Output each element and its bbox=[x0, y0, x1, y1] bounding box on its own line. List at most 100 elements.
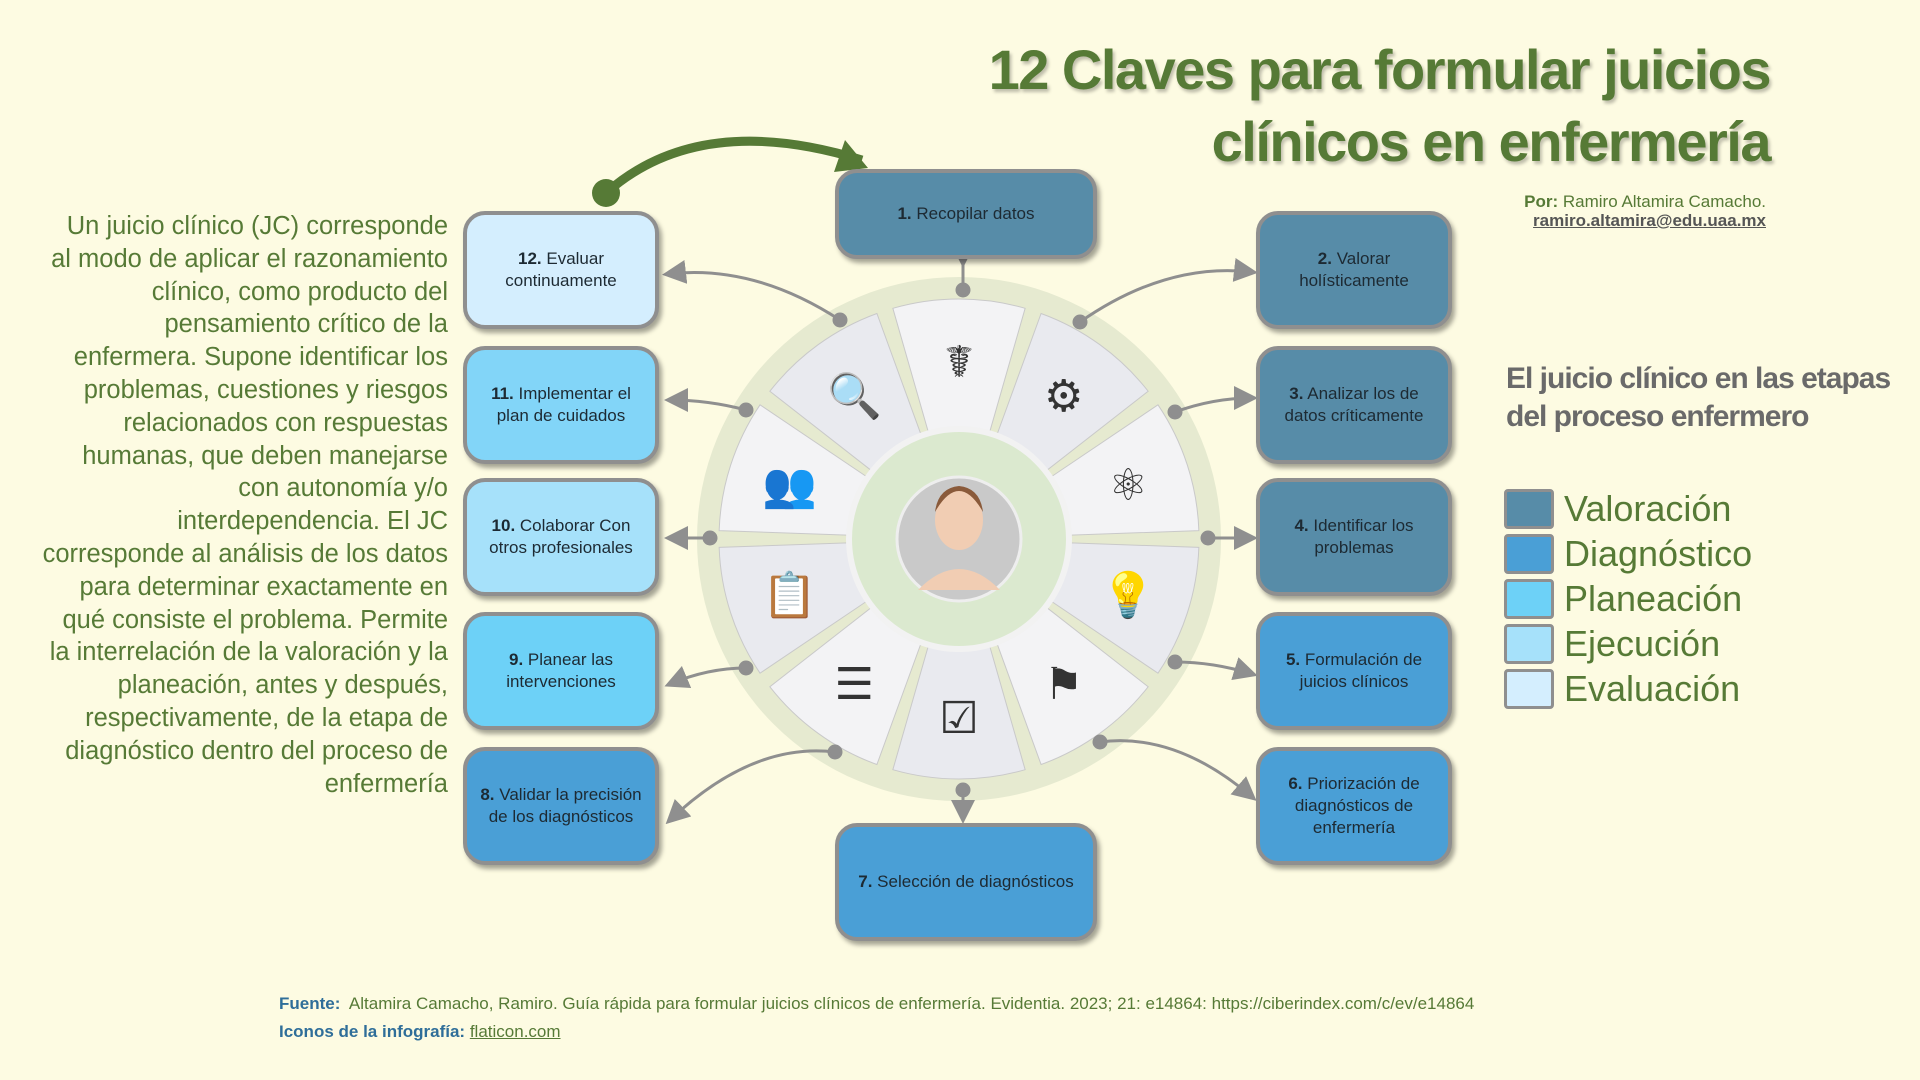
key-label: Analizar los de datos críticamente bbox=[1284, 384, 1424, 425]
key-box-7: 7. Selección de diagnósticos bbox=[835, 823, 1097, 941]
key-label: Identificar los problemas bbox=[1313, 516, 1414, 557]
connector-arrow bbox=[1079, 258, 1258, 324]
key-box-text: 8. Validar la precisión de los diagnósti… bbox=[477, 784, 645, 828]
key-box-text: 11. Implementar el plan de cuidados bbox=[477, 383, 645, 427]
legend-label: Diagnóstico bbox=[1564, 532, 1753, 574]
connectors bbox=[662, 244, 1258, 825]
key-box-2: 2. Valorar holísticamente bbox=[1256, 211, 1452, 329]
idea-head-icon: 💡 bbox=[1101, 570, 1156, 621]
author-email[interactable]: ramiro.altamira@edu.uaa.mx bbox=[1533, 211, 1766, 230]
intro-paragraph: Un juicio clínico (JC) corresponde al mo… bbox=[42, 212, 448, 798]
connector-arrow bbox=[1174, 386, 1258, 414]
key-number: 2. bbox=[1317, 249, 1332, 268]
key-number: 11. bbox=[491, 384, 514, 403]
key-box-6: 6. Priorización de diagnósticos de enfer… bbox=[1256, 747, 1452, 865]
footer-icons: Iconos de la infografía: flaticon.com bbox=[279, 1022, 561, 1042]
report-icon: ☰ bbox=[835, 659, 874, 710]
key-box-text: 5. Formulación de juicios clínicos bbox=[1270, 649, 1438, 693]
key-box-text: 9. Planear las intervenciones bbox=[477, 649, 645, 693]
key-box-10: 10. Colaborar Con otros profesionales bbox=[463, 478, 659, 596]
footer-icons-label: Iconos de la infografía: bbox=[279, 1022, 466, 1041]
key-number: 10. bbox=[491, 516, 516, 535]
key-number: 1. bbox=[897, 204, 912, 223]
nurse-icon: ☤ bbox=[944, 337, 973, 388]
select-icon: ☑ bbox=[939, 693, 978, 744]
key-label: Colaborar Con otros profesionales bbox=[489, 516, 633, 557]
key-number: 3. bbox=[1289, 384, 1304, 403]
key-box-text: 7. Selección de diagnósticos bbox=[858, 871, 1074, 893]
key-box-text: 2. Valorar holísticamente bbox=[1270, 248, 1438, 292]
key-box-8: 8. Validar la precisión de los diagnósti… bbox=[463, 747, 659, 865]
planning-icon: 📋 bbox=[762, 570, 817, 621]
connector-dot bbox=[955, 282, 971, 298]
connector-dot bbox=[1167, 654, 1183, 670]
strategy-icon: ⚑ bbox=[1044, 659, 1083, 710]
connector-dot bbox=[1200, 530, 1216, 546]
connector-arrow bbox=[662, 260, 841, 322]
key-box-4: 4. Identificar los problemas bbox=[1256, 478, 1452, 596]
legend-swatch bbox=[1504, 578, 1554, 619]
connector-dot bbox=[832, 312, 848, 328]
connector-dot bbox=[702, 530, 718, 546]
cycle-arrow-head-icon bbox=[834, 140, 868, 172]
page-title: 12 Claves para formular juicios clínicos … bbox=[988, 34, 1772, 178]
key-label: Planear las intervenciones bbox=[506, 650, 616, 691]
legend-label: Ejecución bbox=[1564, 622, 1721, 664]
key-number: 7. bbox=[858, 872, 873, 891]
key-box-5: 5. Formulación de juicios clínicos bbox=[1256, 612, 1452, 730]
connector-dot bbox=[955, 782, 971, 798]
connector-dot bbox=[1167, 404, 1183, 420]
key-box-3: 3. Analizar los de datos críticamente bbox=[1256, 346, 1452, 464]
legend-item: Ejecución bbox=[1504, 621, 1752, 666]
shoulders-icon bbox=[918, 569, 1000, 590]
connector-dot bbox=[827, 744, 843, 760]
author-name: Ramiro Altamira Camacho. bbox=[1562, 192, 1766, 211]
legend-item: Valoración bbox=[1504, 486, 1752, 531]
legend-swatch bbox=[1504, 488, 1554, 529]
key-number: 5. bbox=[1285, 650, 1301, 669]
connector-arrow bbox=[665, 749, 836, 825]
analysis-head-icon: ⚛ bbox=[1109, 460, 1148, 511]
author: Por: Ramiro Altamira Camacho.ramiro.alta… bbox=[1524, 192, 1766, 230]
flaticon-link[interactable]: flaticon.com bbox=[469, 1022, 561, 1041]
connector-dot bbox=[738, 660, 754, 676]
legend-label: Planeación bbox=[1564, 577, 1743, 619]
title-line-1: 12 Claves para formular juicios bbox=[988, 38, 1772, 101]
key-box-text: 3. Analizar los de datos críticamente bbox=[1270, 383, 1438, 427]
key-label: Formulación de juicios clínicos bbox=[1299, 650, 1423, 691]
connector-dot bbox=[1072, 314, 1088, 330]
legend-swatch bbox=[1504, 668, 1554, 709]
author-label: Por: bbox=[1524, 192, 1559, 211]
key-box-text: 12. Evaluar continuamente bbox=[477, 248, 645, 292]
key-label: Selección de diagnósticos bbox=[877, 872, 1074, 891]
legend-label: Valoración bbox=[1564, 487, 1732, 529]
key-box-text: 1. Recopilar datos bbox=[897, 203, 1034, 225]
wheel: ☤⚙⚛💡⚑☑☰📋👥🔍 bbox=[718, 298, 1200, 780]
key-box-text: 4. Identificar los problemas bbox=[1270, 515, 1438, 559]
footer-source: Fuente: Altamira Camacho, Ramiro. Guía r… bbox=[279, 994, 1474, 1014]
key-label: Priorización de diagnósticos de enfermer… bbox=[1294, 774, 1420, 837]
checklist-icon: 🔍 bbox=[827, 368, 882, 422]
key-label: Validar la precisión de los diagnósticos bbox=[488, 785, 642, 826]
cycle-arrow bbox=[603, 136, 864, 197]
key-box-text: 10. Colaborar Con otros profesionales bbox=[477, 515, 645, 559]
legend-item: Evaluación bbox=[1504, 666, 1752, 711]
key-number: 8. bbox=[480, 785, 495, 804]
legend-item: Planeación bbox=[1504, 576, 1752, 621]
key-box-11: 11. Implementar el plan de cuidados bbox=[463, 346, 659, 464]
key-label: Valorar holísticamente bbox=[1299, 249, 1409, 290]
key-label: Evaluar continuamente bbox=[505, 249, 617, 290]
title-line-2: clínicos en enfermería bbox=[1211, 110, 1772, 173]
legend-title: El juicio clínico en las etapas del proc… bbox=[1506, 362, 1891, 433]
key-number: 4. bbox=[1294, 516, 1309, 535]
team-icon: 👥 bbox=[762, 460, 817, 511]
key-number: 6. bbox=[1288, 774, 1303, 793]
key-box-12: 12. Evaluar continuamente bbox=[463, 211, 659, 329]
key-box-1: 1. Recopilar datos bbox=[835, 169, 1097, 259]
key-label: Recopilar datos bbox=[916, 204, 1035, 223]
cycle-arrow-dot bbox=[592, 179, 620, 207]
face-icon bbox=[935, 490, 983, 550]
footer-source-text: Altamira Camacho, Ramiro. Guía rápida pa… bbox=[348, 994, 1475, 1013]
